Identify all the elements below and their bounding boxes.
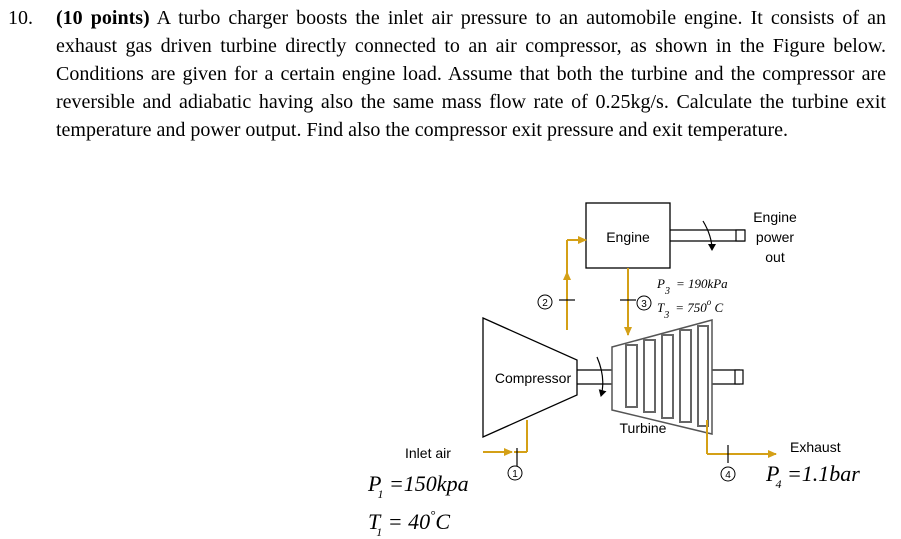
state-4-marker (720, 466, 736, 482)
compressor-body (482, 316, 578, 439)
question-body: A turbo charger boosts the inlet air pre… (56, 7, 886, 141)
state-1-marker (507, 465, 523, 481)
compressor-outlet-pipe (559, 236, 587, 330)
inlet-air-label: Inlet air (405, 445, 451, 461)
inlet-air-pipe (483, 420, 528, 466)
turbine-body (611, 319, 713, 435)
t1-annotation: T1 = 40°C (368, 507, 450, 539)
p1-annotation: P1 =150kpa (367, 471, 469, 501)
question-text: (10 points) A turbo charger boosts the i… (56, 4, 886, 144)
compressor-label: Compressor (495, 370, 572, 386)
engine-box (585, 202, 671, 269)
turbine-inlet-pipe (620, 268, 636, 336)
engine-output-shaft (670, 220, 746, 251)
state-2-marker (537, 294, 553, 310)
state-1-label: 1 (512, 469, 518, 480)
state-4-label: 4 (725, 470, 731, 481)
engine-power-out-line2: power (756, 229, 794, 245)
engine-power-out-line3: out (765, 249, 785, 265)
question-number: 10. (8, 7, 33, 29)
p3-annotation: P3= 190kPa (656, 276, 728, 297)
p4-annotation: P4 =1.1bar (765, 461, 860, 491)
question-points: (10 points) (56, 7, 150, 29)
state-2-label: 2 (542, 298, 548, 309)
state-3-label: 3 (641, 299, 647, 310)
state-3-marker (636, 295, 652, 311)
exhaust-pipe (706, 420, 777, 463)
engine-label: Engine (606, 229, 650, 245)
t3-annotation: T3= 750o C (657, 297, 724, 321)
exhaust-label: Exhaust (790, 439, 841, 455)
turbine-label: Turbine (620, 420, 667, 436)
engine-power-out-line1: Engine (753, 209, 797, 225)
